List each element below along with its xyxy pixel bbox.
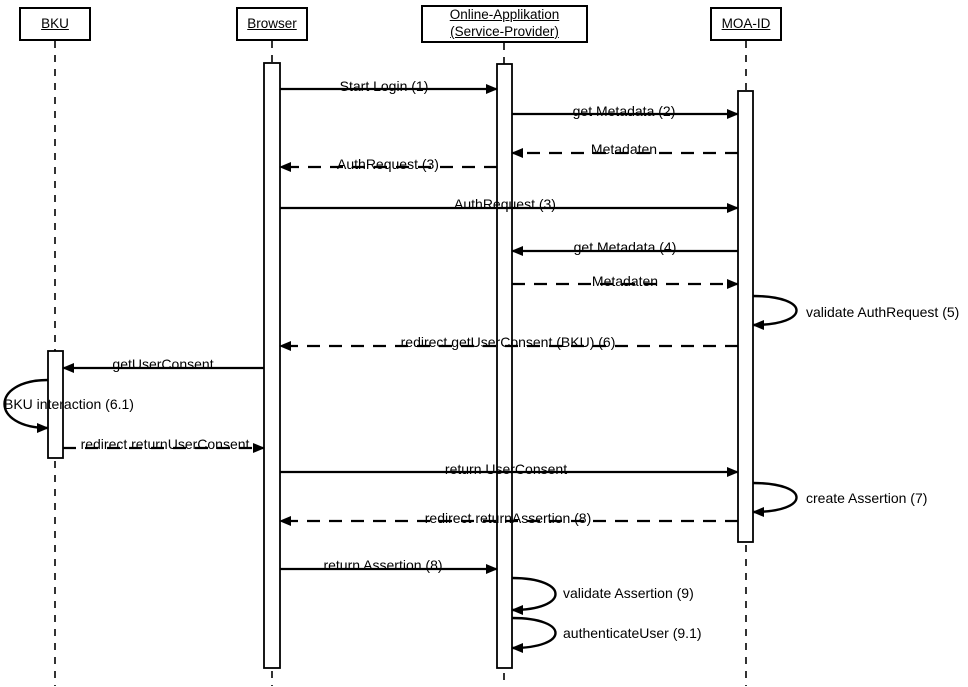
message-label-12: redirect returnAssertion (8): [424, 510, 592, 526]
self-message-arrow-s1[interactable]: [752, 294, 798, 330]
self-message-label-s1: validate AuthRequest (5): [806, 304, 960, 320]
self-message-label-s3: create Assertion (7): [806, 490, 928, 506]
message-label-6: get Metadata (4): [573, 239, 677, 255]
message-label-7: Metadaten: [591, 273, 659, 289]
message-label-3: Metadaten: [590, 141, 658, 157]
message-label-2: get Metadata (2): [572, 103, 676, 119]
lifeline-header-bku[interactable]: BKU: [19, 7, 91, 41]
message-label-8: redirect getUserConsent (BKU) (6): [400, 334, 616, 350]
message-label-5: AuthRequest (3): [454, 196, 556, 212]
message-label-11: return UserConsent: [444, 461, 568, 477]
self-message-label-s4: validate Assertion (9): [563, 585, 694, 601]
activation-bar-browser: [263, 62, 281, 669]
activation-bar-bku: [47, 350, 64, 459]
message-label-1: Start Login (1): [339, 78, 429, 94]
activation-bars-group: [47, 62, 754, 669]
message-label-13: return Assertion (8): [323, 557, 443, 573]
activation-bar-moaid: [737, 90, 754, 543]
lifeline-label-oa: Online-Applikation (Service-Provider): [449, 7, 560, 39]
self-message-arrow-s3[interactable]: [752, 481, 798, 517]
message-label-10: redirect returnUserConsent: [80, 436, 250, 452]
self-message-arrow-s4[interactable]: [511, 576, 557, 615]
lifeline-label-moaid: MOA-ID: [721, 15, 771, 31]
self-message-arrow-s2[interactable]: [3, 378, 49, 433]
self-message-arrow-s5[interactable]: [511, 616, 557, 653]
self-message-arrows-group: [3, 294, 798, 653]
activation-bar-oa: [496, 63, 513, 669]
message-arrows-group: [62, 84, 739, 574]
lifeline-header-browser[interactable]: Browser: [236, 7, 308, 41]
self-message-label-s5: authenticateUser (9.1): [563, 625, 702, 641]
self-message-label-s2: BKU interaction (6.1): [4, 396, 134, 412]
message-label-9: getUserConsent: [112, 356, 214, 372]
lifeline-header-oa[interactable]: Online-Applikation (Service-Provider): [421, 5, 588, 43]
lifeline-header-moaid[interactable]: MOA-ID: [710, 7, 782, 41]
message-label-4: AuthRequest (3): [337, 156, 439, 172]
lifeline-label-browser: Browser: [247, 15, 297, 31]
lifeline-label-bku: BKU: [41, 15, 69, 31]
